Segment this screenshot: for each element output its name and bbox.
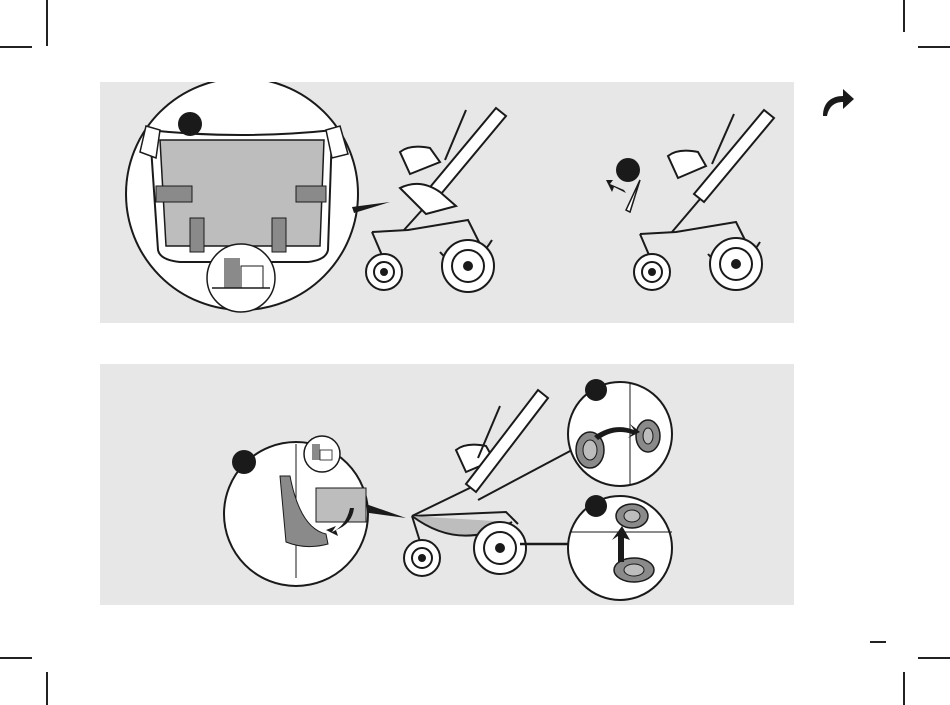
seat-liner-zoom-circle [126, 82, 390, 312]
crop-mark-tr-v [903, 0, 905, 32]
stroller-illustration [634, 110, 774, 290]
step-marker [585, 495, 607, 517]
step-panel-bottom [100, 364, 794, 605]
crop-mark-bl-h [0, 657, 32, 659]
remove-rod-detail [606, 158, 640, 212]
crop-mark-tr-h [918, 46, 950, 48]
snap-zoom-circle-lower [568, 495, 672, 600]
crop-mark-tl-v [46, 0, 48, 46]
velcro-detail-icon [304, 436, 340, 472]
velcro-zoom-circle [224, 436, 406, 586]
crop-mark-bl-v [46, 672, 48, 705]
step-marker [178, 112, 202, 136]
snap-zoom-circle-upper [568, 379, 672, 486]
step-marker [585, 379, 607, 401]
page-number-dash [870, 641, 886, 643]
step-marker [232, 450, 256, 474]
velcro-detail-icon [207, 244, 275, 312]
step-panel-top [100, 82, 794, 323]
stroller-illustration [366, 108, 506, 292]
crop-mark-br-v [903, 672, 905, 705]
crop-mark-tl-h [0, 46, 32, 48]
stroller-illustration [404, 390, 548, 576]
step-marker [616, 158, 640, 182]
crop-mark-br-h [918, 657, 950, 659]
curved-arrow-right-icon[interactable] [818, 84, 858, 120]
